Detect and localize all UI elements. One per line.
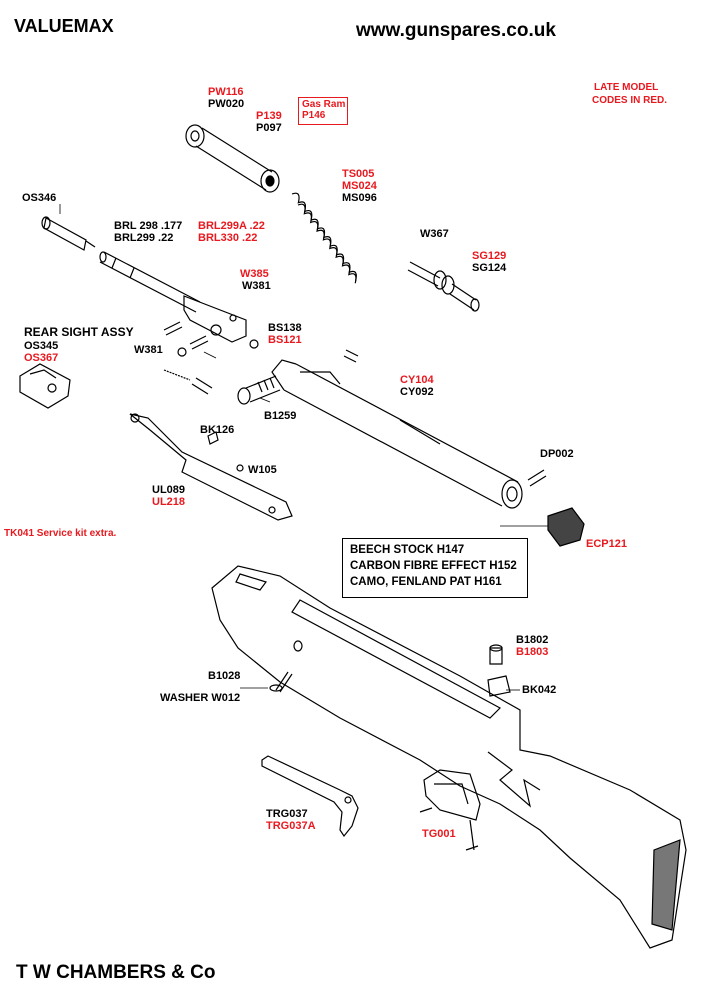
- stock-bolt-part: [487, 644, 511, 697]
- part-label-bs138: BS138: [268, 322, 302, 334]
- part-label-cy092: CY092: [400, 386, 434, 398]
- part-label-ms096: MS096: [342, 192, 377, 204]
- part-label-os345: OS345: [24, 340, 59, 352]
- part-label-brl299a: BRL299A .22: [198, 220, 265, 232]
- brand-title: VALUEMAX: [14, 16, 114, 36]
- cylinder-part: [271, 349, 523, 509]
- company-footer: T W CHAMBERS & Co: [16, 962, 216, 983]
- cocking-lever-part: [129, 413, 293, 521]
- part-label-w385: W385: [240, 268, 269, 280]
- trigger-guard-part: [419, 769, 481, 851]
- part-label-os346: OS346: [22, 192, 57, 204]
- part-label-cy104: CY104: [400, 374, 434, 386]
- breech-screw-part: [237, 375, 281, 405]
- part-label-tg001: TG001: [422, 828, 456, 840]
- part-label-brl330: BRL330 .22: [198, 232, 258, 244]
- piston-part: [185, 124, 280, 193]
- rear-sight-part: [19, 363, 71, 409]
- part-label-ts005: TS005: [342, 168, 375, 180]
- front-sight-part: [41, 216, 96, 251]
- part-label-sg129: SG129: [472, 250, 507, 262]
- part-label-sg124: SG124: [472, 262, 507, 274]
- service-kit-note: TK041 Service kit extra.: [4, 528, 117, 539]
- part-label-b1259: B1259: [264, 410, 297, 422]
- part-label-bs121: BS121: [268, 334, 302, 346]
- part-label-b1802: B1802: [516, 634, 549, 646]
- part-label-dp002: DP002: [540, 448, 574, 460]
- stock-beech-label: BEECH STOCK H147: [350, 544, 465, 556]
- part-label-p139: P139: [256, 110, 282, 122]
- part-label-ul218: UL218: [152, 496, 186, 508]
- stock-part: [211, 565, 687, 949]
- mainspring-part: [291, 192, 357, 284]
- part-label-ecp121: ECP121: [586, 538, 627, 550]
- detent-pin-part: [527, 469, 547, 487]
- late-model-note-line2: CODES IN RED.: [592, 95, 668, 106]
- trigger-part: [261, 755, 359, 838]
- part-label-washer-w012: WASHER W012: [160, 692, 241, 704]
- part-label-w381-side: W381: [134, 344, 163, 356]
- rear-sight-title: REAR SIGHT ASSY: [24, 325, 134, 339]
- part-label-p146: P146: [302, 110, 326, 121]
- part-label-pw116: PW116: [208, 86, 244, 98]
- barrel-part: [99, 251, 247, 343]
- part-label-trg037a: TRG037A: [266, 820, 316, 832]
- part-label-w105: W105: [248, 464, 277, 476]
- part-label-bk042: BK042: [522, 684, 557, 696]
- part-label-gas-ram: Gas Ram: [302, 99, 346, 110]
- barrel-pins-part: [163, 314, 259, 395]
- end-cap-part: [547, 507, 585, 547]
- part-label-ul089: UL089: [152, 484, 186, 496]
- part-label-bk126: BK126: [200, 424, 235, 436]
- stock-options-box: [342, 538, 528, 598]
- spring-guide-part: [407, 261, 480, 312]
- part-label-p097: P097: [256, 122, 282, 134]
- part-label-trg037: TRG037: [266, 808, 308, 820]
- part-label-ms024: MS024: [342, 180, 377, 192]
- part-label-os367: OS367: [24, 352, 59, 364]
- part-label-w367: W367: [420, 228, 449, 240]
- part-label-brl299: BRL299 .22: [114, 232, 174, 244]
- part-label-b1803: B1803: [516, 646, 549, 658]
- stock-camo-label: CAMO, FENLAND PAT H161: [350, 576, 502, 588]
- part-label-b1028: B1028: [208, 670, 241, 682]
- part-label-brl298: BRL 298 .177: [114, 220, 183, 232]
- late-model-note-line1: LATE MODEL: [594, 82, 659, 93]
- leader-lines: [59, 204, 548, 691]
- part-label-pw020: PW020: [208, 98, 245, 110]
- part-label-w381-top: W381: [242, 280, 271, 292]
- stock-screw-part: [269, 671, 293, 693]
- website-url[interactable]: www.gunspares.co.uk: [356, 20, 556, 41]
- gas-ram-box: [298, 97, 348, 125]
- stock-carbon-label: CARBON FIBRE EFFECT H152: [350, 560, 517, 572]
